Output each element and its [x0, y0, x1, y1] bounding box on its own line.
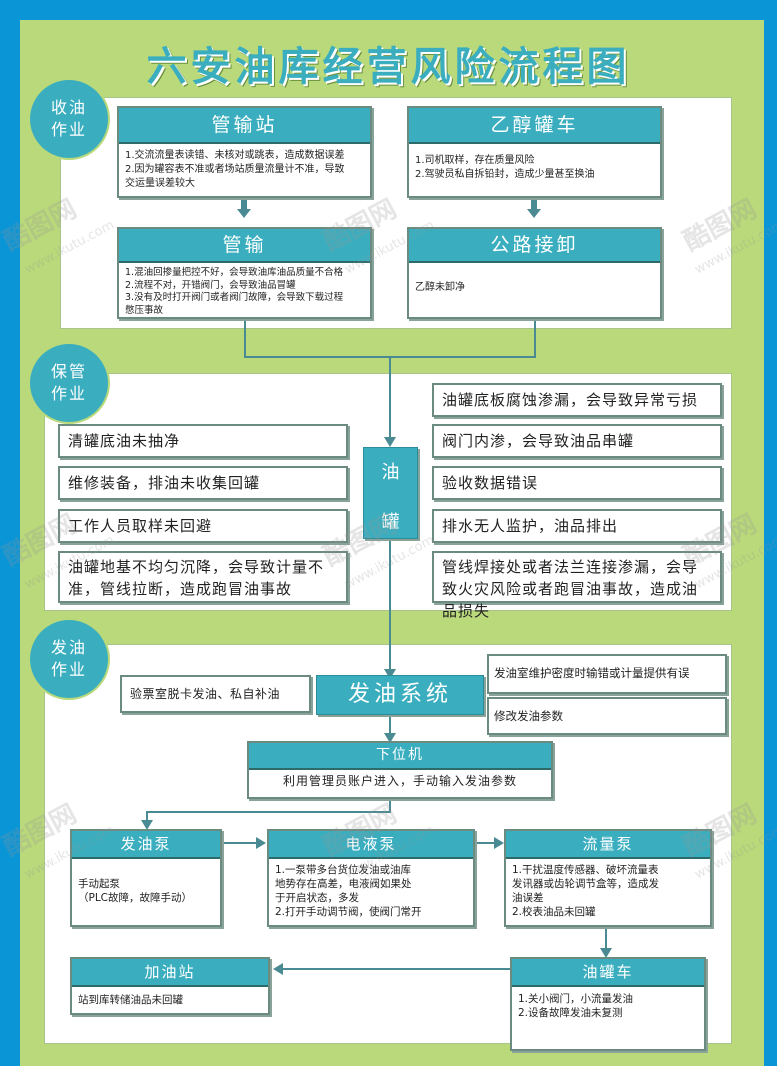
pipeline-station-box: 管输站 1.交流流量表读错、未核对或跳表，造成数据误差 2.因为罐容表不准或者场…	[117, 106, 372, 198]
tank-truck-title: 油罐车	[512, 959, 704, 987]
connector-line	[146, 811, 391, 813]
road-unloading-body: 乙醇未卸净	[415, 282, 465, 293]
connector-line	[222, 842, 258, 844]
arrow-down-icon	[600, 948, 612, 958]
dispatch-pump-title: 发油泵	[72, 831, 220, 859]
road-unloading-box: 公路接卸 乙醇未卸净	[407, 227, 662, 319]
pipeline-transport-title: 管输	[119, 229, 370, 263]
arrow-right-icon	[494, 837, 504, 849]
arrow-left-icon	[273, 963, 283, 975]
gas-station-body: 站到库转储油品未回罐	[78, 994, 183, 1006]
arrow-down-icon	[384, 733, 396, 743]
gas-station-box: 加油站 站到库转储油品未回罐	[70, 957, 270, 1015]
storage-risk-right-3: 验收数据错误	[432, 466, 722, 500]
pipeline-station-title: 管输站	[119, 108, 370, 144]
pipeline-transport-body: 1.混油回掺量把控不好，会导致油库油品质量不合格 2.流程不对，开错阀门，会导致…	[125, 267, 344, 316]
storage-risk-right-1: 油罐底板腐蚀渗漏，会导致异常亏损	[432, 383, 722, 417]
flow-pump-box: 流量泵 1.干扰温度传感器、破坏流量表 发讯器或齿轮调节盒等，造成发 油误差 2…	[504, 829, 712, 927]
ethanol-tanker-box: 乙醇罐车 1.司机取样，存在质量风险 2.驾驶员私自拆铅封，造成少量甚至换油	[407, 106, 662, 198]
flow-pump-body: 1.干扰温度传感器、破坏流量表 发讯器或齿轮调节盒等，造成发 油误差 2.校表油…	[512, 864, 659, 918]
arrow-down-icon	[237, 199, 251, 218]
lower-machine-title: 下位机	[249, 743, 551, 770]
connector-line	[534, 319, 536, 358]
storage-risk-right-4: 排水无人监护，油品排出	[432, 509, 722, 543]
flow-pump-title: 流量泵	[506, 831, 710, 859]
lower-machine-box: 下位机 利用管理员账户进入，手动输入发油参数	[247, 741, 553, 799]
connector-line	[389, 799, 391, 812]
storage-risk-right-2: 阀门内渗，会导致油品串罐	[432, 424, 722, 458]
dispatch-section-badge: 发油作业	[30, 620, 108, 698]
dispatch-risk-right-2: 修改发油参数	[487, 697, 727, 735]
solenoid-pump-title: 电液泵	[269, 831, 473, 859]
ethanol-tanker-body: 1.司机取样，存在质量风险 2.驾驶员私自拆铅封，造成少量甚至换油	[415, 155, 595, 180]
storage-risk-left-1: 清罐底油未抽净	[58, 424, 348, 458]
gas-station-title: 加油站	[72, 959, 268, 987]
ethanol-tanker-title: 乙醇罐车	[409, 108, 660, 144]
page-title: 六安油库经营风险流程图	[146, 44, 631, 90]
connector-line	[605, 927, 607, 951]
connector-line	[389, 539, 391, 672]
oil-tank-node: 油 罐	[363, 447, 418, 539]
connector-line	[244, 319, 246, 358]
arrow-right-icon	[256, 837, 266, 849]
arrow-down-icon	[527, 199, 541, 218]
dispatch-risk-right-1: 发油室维护密度时输错或计量提供有误	[487, 654, 727, 694]
dispatch-pump-body: 手动起泵 （PLC故障，故障手动）	[78, 878, 193, 904]
storage-section-badge: 保管作业	[30, 344, 108, 422]
tank-truck-body: 1.关小阀门，小流量发油 2.设备故障发油未复测	[518, 993, 634, 1019]
road-unloading-title: 公路接卸	[409, 229, 660, 263]
solenoid-pump-body: 1.一泵带多台货位发油或油库 地势存在高差，电液阀如果处 于开启状态，多发 2.…	[275, 864, 422, 918]
dispatch-risk-left: 验票室脱卡发油、私自补油	[120, 675, 311, 713]
lower-machine-body: 利用管理员账户进入，手动输入发油参数	[282, 774, 517, 788]
pipeline-transport-box: 管输 1.混油回掺量把控不好，会导致油库油品质量不合格 2.流程不对，开错阀门，…	[117, 227, 372, 319]
storage-risk-left-3: 工作人员取样未回避	[58, 509, 348, 543]
storage-risk-left-2: 维修装备，排油未收集回罐	[58, 466, 348, 500]
receiving-section-badge: 收油作业	[30, 80, 108, 158]
arrow-down-icon	[384, 669, 396, 679]
tank-truck-box: 油罐车 1.关小阀门，小流量发油 2.设备故障发油未复测	[510, 957, 706, 1051]
arrow-down-icon	[384, 437, 396, 447]
pipeline-station-body: 1.交流流量表读错、未核对或跳表，造成数据误差 2.因为罐容表不准或者场站质量流…	[125, 150, 345, 189]
dispatch-pump-box: 发油泵 手动起泵 （PLC故障，故障手动）	[70, 829, 222, 927]
connector-line	[389, 715, 391, 737]
connector-line	[389, 356, 391, 438]
storage-risk-right-5: 管线焊接处或者法兰连接渗漏，会导致火灾风险或者跑冒油事故，造成油品损失	[432, 551, 722, 620]
dispatch-system-node: 发油系统	[316, 675, 484, 715]
connector-line	[283, 968, 510, 970]
arrow-down-icon	[141, 820, 153, 830]
connector-line	[475, 842, 495, 844]
solenoid-pump-box: 电液泵 1.一泵带多台货位发油或油库 地势存在高差，电液阀如果处 于开启状态，多…	[267, 829, 475, 927]
storage-risk-left-4: 油罐地基不均匀沉降，会导致计量不准，管线拉断，造成跑冒油事故	[58, 551, 348, 603]
connector-line	[146, 811, 148, 823]
